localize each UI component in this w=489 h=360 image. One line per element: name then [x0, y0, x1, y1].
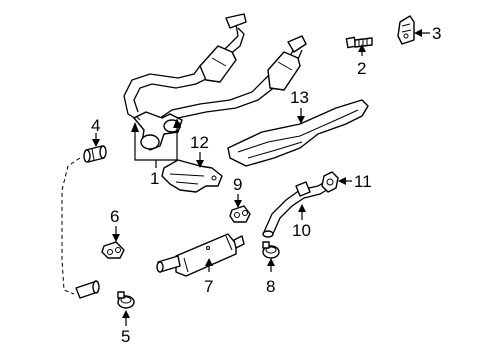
muffler	[156, 233, 245, 277]
callout-13: 13	[290, 88, 309, 107]
clamp-center	[262, 241, 280, 259]
callout-12: 12	[190, 133, 209, 152]
connector-pipe	[83, 145, 107, 163]
catalytic-converter-right	[267, 51, 301, 91]
flange-right-upper	[287, 35, 307, 53]
callout-9: 9	[233, 175, 242, 194]
callout-1: 1	[150, 169, 159, 188]
catalytic-converter-left	[199, 45, 237, 83]
front-pipe-assembly	[123, 13, 307, 151]
callout-10: 10	[292, 221, 311, 240]
heat-shield-front	[161, 159, 223, 193]
clamp-lower-left	[117, 291, 135, 309]
heat-shield-long	[227, 99, 369, 167]
flange-left-upper	[225, 13, 247, 29]
callout-11: 11	[354, 172, 372, 191]
callout-2: 2	[357, 59, 366, 78]
callout-5: 5	[121, 327, 130, 346]
callout-4: 4	[91, 116, 100, 135]
callout-1-bracket	[131, 118, 181, 168]
hanger-bracket	[397, 15, 415, 45]
rubber-insulator-center	[229, 205, 251, 223]
callout-7: 7	[204, 277, 213, 296]
assembly-dashed-line	[61, 157, 81, 295]
hanger-rear	[321, 171, 339, 193]
tail-pipe-segment	[75, 280, 100, 299]
rubber-insulator-left	[101, 241, 125, 259]
y-pipe-outlet	[140, 134, 160, 150]
callout-6: 6	[110, 207, 119, 226]
bolt	[345, 36, 373, 49]
callout-3: 3	[432, 24, 441, 43]
callout-8: 8	[266, 277, 275, 296]
